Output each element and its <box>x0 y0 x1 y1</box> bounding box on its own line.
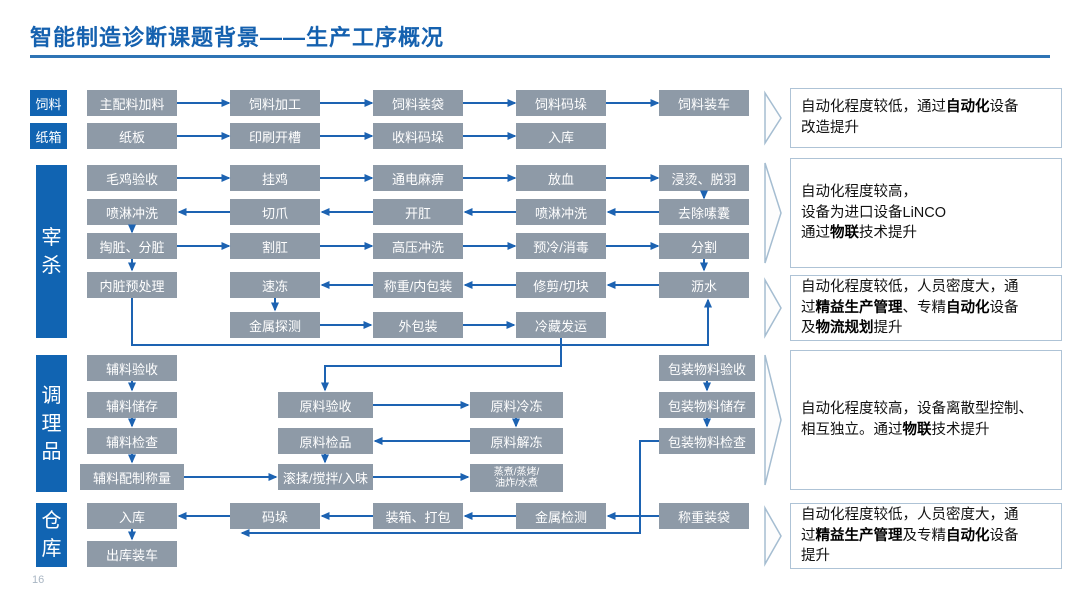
flow-node: 通电麻痹 <box>373 165 463 191</box>
flow-node: 毛鸡验收 <box>87 165 177 191</box>
annotation-box: 自动化程度较高，设备离散型控制、相互独立。通过物联技术提升 <box>790 350 1062 490</box>
flow-node: 包装物料检查 <box>659 428 755 454</box>
annotation-box: 自动化程度较低，通过自动化设备改造提升 <box>790 88 1062 148</box>
flow-node: 去除嗉囊 <box>659 199 749 225</box>
flow-node: 金属检测 <box>516 503 606 529</box>
flow-arrow <box>321 338 562 392</box>
flow-node: 开肛 <box>373 199 463 225</box>
flow-node: 外包装 <box>373 312 463 338</box>
flow-node: 内脏预处理 <box>87 272 177 298</box>
flow-node: 挂鸡 <box>230 165 320 191</box>
flow-node: 收料码垛 <box>373 123 463 149</box>
chevron-right-icon <box>764 354 782 486</box>
flow-node: 割肛 <box>230 233 320 259</box>
flow-node: 包装物料验收 <box>659 355 755 381</box>
category-label: 仓库 <box>36 503 67 567</box>
flow-node: 原料检品 <box>278 428 373 454</box>
flow-node: 喷淋冲洗 <box>87 199 177 225</box>
flow-node: 包装物料储存 <box>659 392 755 418</box>
flow-node: 印刷开槽 <box>230 123 320 149</box>
flow-node: 纸板 <box>87 123 177 149</box>
flow-node: 装箱、打包 <box>373 503 463 529</box>
flow-node: 辅料检查 <box>87 428 177 454</box>
flow-node: 码垛 <box>230 503 320 529</box>
chevron-right-icon <box>764 162 782 264</box>
flow-node: 辅料配制称量 <box>80 464 184 490</box>
flow-node: 称重/内包装 <box>373 272 463 298</box>
category-label: 饲料 <box>30 90 67 116</box>
flow-node: 饲料装车 <box>659 90 749 116</box>
flow-node: 冷藏发运 <box>516 312 606 338</box>
annotation-box: 自动化程度较低，人员密度大，通过精益生产管理、专精自动化设备及物流规划提升 <box>790 275 1062 341</box>
flow-node: 主配料加料 <box>87 90 177 116</box>
flow-node: 预冷/消毒 <box>516 233 606 259</box>
flow-node: 掏脏、分脏 <box>87 233 177 259</box>
flow-node: 原料冷冻 <box>470 392 563 418</box>
page-number: 16 <box>32 574 45 586</box>
chevron-right-icon <box>764 90 782 146</box>
flow-node: 原料解冻 <box>470 428 563 454</box>
flow-node: 蒸煮/蒸烤/油炸/水煮 <box>470 464 563 492</box>
category-label: 调理品 <box>36 355 67 492</box>
flow-node: 饲料装袋 <box>373 90 463 116</box>
flow-node: 修剪/切块 <box>516 272 606 298</box>
flow-node: 饲料码垛 <box>516 90 606 116</box>
flow-node: 速冻 <box>230 272 320 298</box>
flow-node: 切爪 <box>230 199 320 225</box>
category-label: 纸箱 <box>30 123 67 149</box>
flow-node: 辅料验收 <box>87 355 177 381</box>
annotation-box: 自动化程度较低，人员密度大，通过精益生产管理及专精自动化设备提升 <box>790 503 1062 569</box>
flow-node: 浸烫、脱羽 <box>659 165 749 191</box>
page-title: 智能制造诊断课题背景——生产工序概况 <box>30 25 445 50</box>
category-label: 宰杀 <box>36 165 67 338</box>
flow-node: 喷淋冲洗 <box>516 199 606 225</box>
chevron-right-icon <box>764 505 782 567</box>
flow-node: 饲料加工 <box>230 90 320 116</box>
flow-node: 入库 <box>87 503 177 529</box>
flow-node: 滚揉/搅拌/入味 <box>278 464 373 490</box>
flow-node: 出库装车 <box>87 541 177 567</box>
flow-node: 高压冲洗 <box>373 233 463 259</box>
flow-node: 分割 <box>659 233 749 259</box>
flow-node: 入库 <box>516 123 606 149</box>
flow-node: 金属探测 <box>230 312 320 338</box>
chevron-right-icon <box>764 277 782 339</box>
flow-node: 原料验收 <box>278 392 373 418</box>
flow-node: 称重装袋 <box>659 503 749 529</box>
title-underline <box>30 55 1050 58</box>
flow-node: 放血 <box>516 165 606 191</box>
flow-node: 沥水 <box>659 272 749 298</box>
flow-node: 辅料储存 <box>87 392 177 418</box>
